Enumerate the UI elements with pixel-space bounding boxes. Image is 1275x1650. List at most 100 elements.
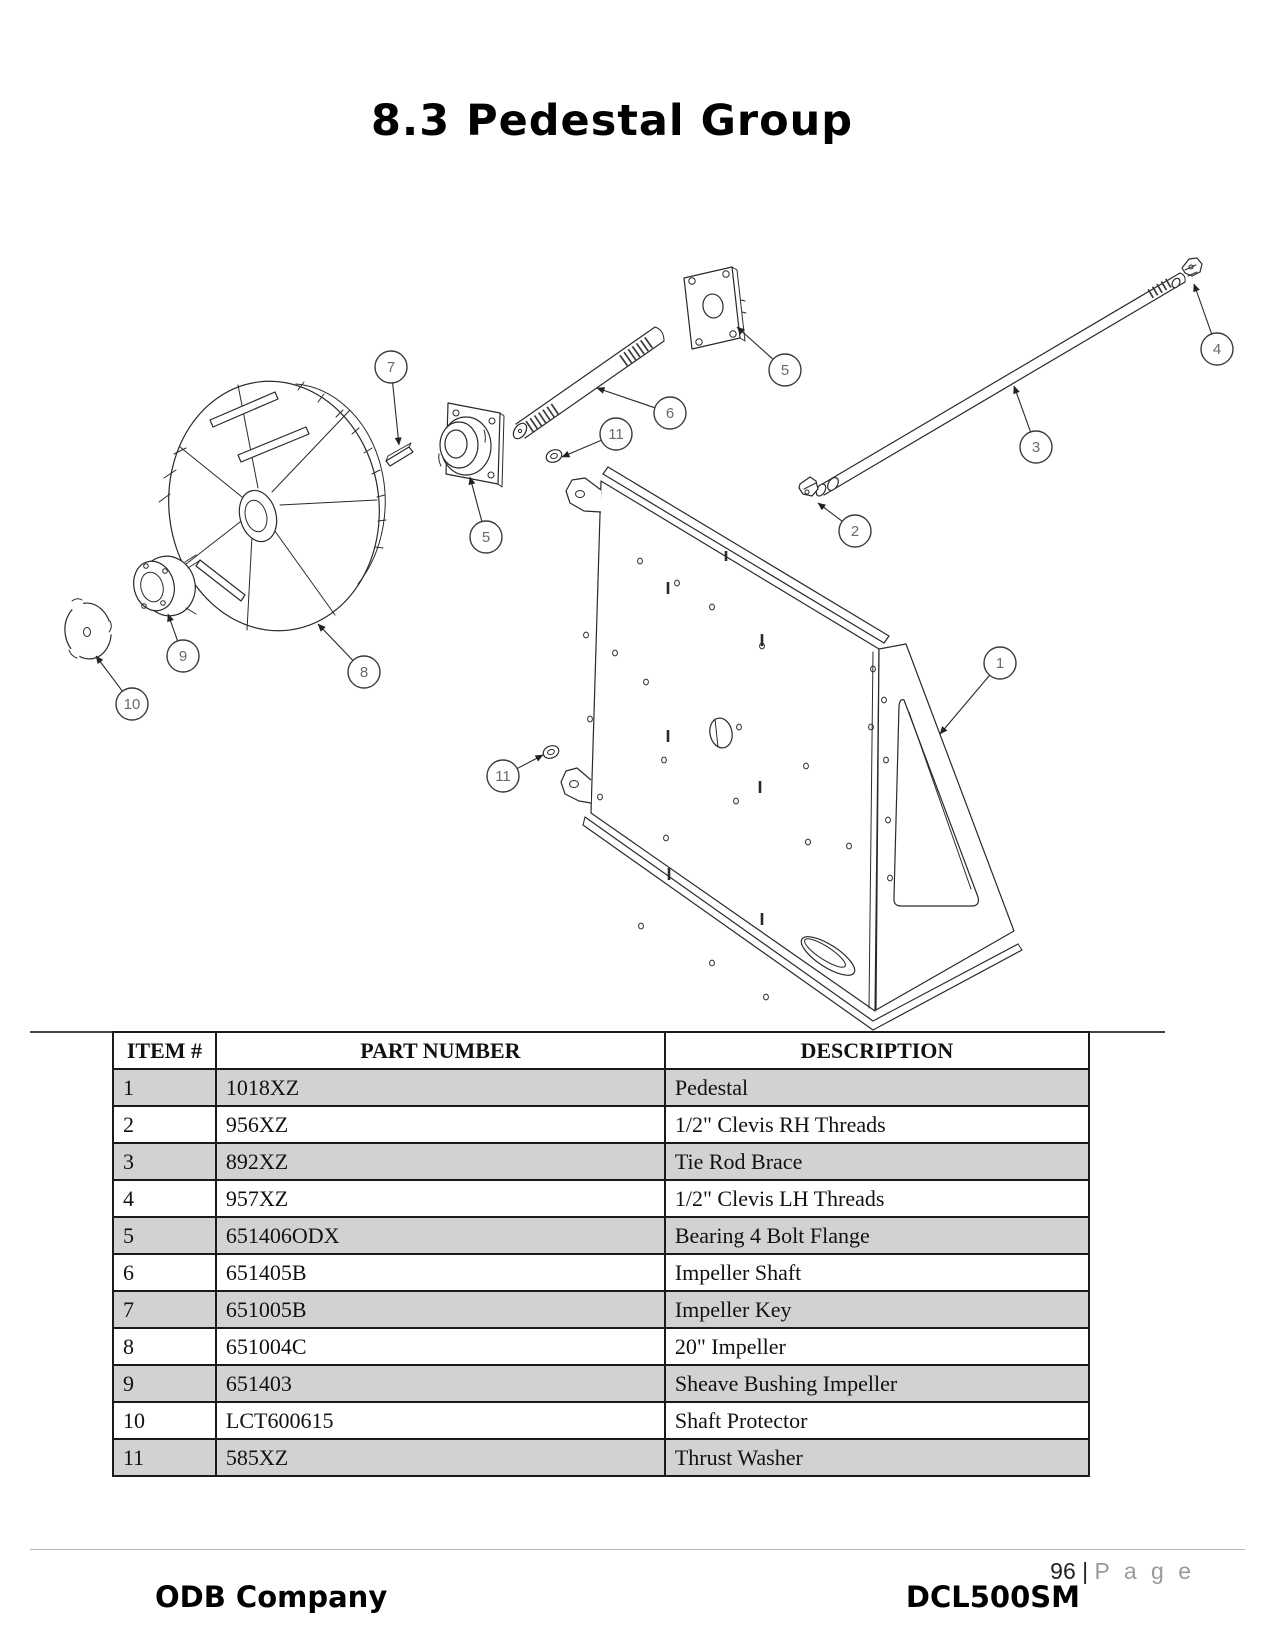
- callout-leader-11: [561, 439, 602, 458]
- part-number-cell: 957XZ: [214, 1179, 666, 1218]
- item-number-cell: 10: [112, 1401, 217, 1440]
- description-cell: Impeller Shaft: [663, 1253, 1091, 1292]
- page-number: 96 | P a g e: [1050, 1558, 1195, 1585]
- callout-leader-4: [1193, 283, 1213, 335]
- callout-number: 7: [387, 359, 395, 376]
- callout-leader-7: [392, 382, 402, 446]
- page-title: 8.3 Pedestal Group: [370, 96, 854, 146]
- callout-balloon-5: [768, 353, 802, 387]
- part-number-cell: LCT600615: [214, 1401, 666, 1440]
- item-number-cell: 9: [112, 1364, 217, 1403]
- tie-rod-drawing: [815, 272, 1186, 497]
- callout-balloon-7: [374, 350, 408, 384]
- callout-number: 4: [1213, 341, 1221, 358]
- callout-number: 5: [482, 529, 490, 546]
- callout-leader-2: [817, 502, 843, 522]
- callout-number: 8: [360, 664, 368, 681]
- description-cell: Tie Rod Brace: [663, 1142, 1091, 1181]
- callout-balloon-1: [983, 646, 1017, 680]
- callout-balloon-8: [347, 655, 381, 689]
- item-number-cell: 7: [112, 1290, 217, 1329]
- callout-number: 10: [124, 696, 141, 713]
- part-number-cell: 651403: [214, 1364, 666, 1403]
- impeller-shaft-drawing: [512, 326, 665, 440]
- item-number-cell: 5: [112, 1216, 217, 1255]
- description-cell: 1/2" Clevis RH Threads: [663, 1105, 1091, 1144]
- item-number-cell: 4: [112, 1179, 217, 1218]
- part-number-cell: 892XZ: [214, 1142, 666, 1181]
- callout-balloon-3: [1019, 430, 1053, 464]
- description-cell: Sheave Bushing Impeller: [663, 1364, 1091, 1403]
- clevis-lh-drawing: [1171, 257, 1203, 289]
- description-cell: Shaft Protector: [663, 1401, 1091, 1440]
- callout-number: 6: [666, 405, 674, 422]
- callout-leader-8: [317, 623, 354, 661]
- callout-balloon-5: [469, 520, 503, 554]
- page-word: P a g e: [1094, 1558, 1195, 1584]
- callout-balloon-4: [1200, 332, 1234, 366]
- part-number-cell: 585XZ: [214, 1438, 666, 1477]
- callout-leader-5: [468, 476, 483, 522]
- part-number-cell: 651406ODX: [214, 1216, 666, 1255]
- part-number-cell: 956XZ: [214, 1105, 666, 1144]
- page-number-value: 96: [1050, 1558, 1076, 1584]
- bearing-flange-top-drawing: [683, 266, 747, 350]
- footer-company: ODB Company: [155, 1580, 388, 1614]
- callout-number: 11: [608, 426, 624, 443]
- part-number-cell: 1018XZ: [214, 1068, 666, 1107]
- page-number-separator: |: [1082, 1558, 1089, 1584]
- impeller-key-drawing: [385, 442, 414, 467]
- bearing-flange-drawing: [438, 402, 505, 488]
- part-number-cell: 651004C: [214, 1327, 666, 1366]
- description-cell: 1/2" Clevis LH Threads: [663, 1179, 1091, 1218]
- callout-leader-3: [1013, 385, 1032, 433]
- callout-number: 2: [851, 523, 859, 540]
- callout-balloon-9: [166, 639, 200, 673]
- footer-divider-line: [30, 1549, 1245, 1550]
- part-number-cell: 651405B: [214, 1253, 666, 1292]
- description-cell: Thrust Washer: [663, 1438, 1091, 1477]
- description-cell: Impeller Key: [663, 1290, 1091, 1329]
- col-header-part-number: PART NUMBER: [214, 1031, 666, 1070]
- callout-leader-11: [516, 754, 544, 770]
- impeller-drawing: [158, 380, 387, 632]
- callout-number: 11: [495, 768, 511, 785]
- part-number-cell: 651005B: [214, 1290, 666, 1329]
- description-cell: Bearing 4 Bolt Flange: [663, 1216, 1091, 1255]
- thrust-washer-top-drawing: [545, 449, 563, 463]
- callout-leader-6: [596, 387, 656, 409]
- description-cell: 20" Impeller: [663, 1327, 1091, 1366]
- callout-number: 3: [1032, 439, 1040, 456]
- pedestal-slots: [666, 551, 764, 925]
- thrust-washer-bottom-drawing: [542, 745, 560, 759]
- col-header-description: DESCRIPTION: [663, 1031, 1091, 1070]
- callout-balloon-11: [599, 417, 633, 451]
- item-number-cell: 11: [112, 1438, 217, 1477]
- pedestal-holes: [583, 557, 893, 1001]
- callout-number: 1: [996, 655, 1004, 672]
- callout-balloon-2: [838, 514, 872, 548]
- pedestal-drawing: [560, 466, 1023, 1031]
- callout-balloon-10: [115, 687, 149, 721]
- item-number-cell: 1: [112, 1068, 217, 1107]
- item-number-cell: 8: [112, 1327, 217, 1366]
- item-number-cell: 3: [112, 1142, 217, 1181]
- item-number-cell: 6: [112, 1253, 217, 1292]
- footer-model: DCL500SM: [905, 1580, 1080, 1614]
